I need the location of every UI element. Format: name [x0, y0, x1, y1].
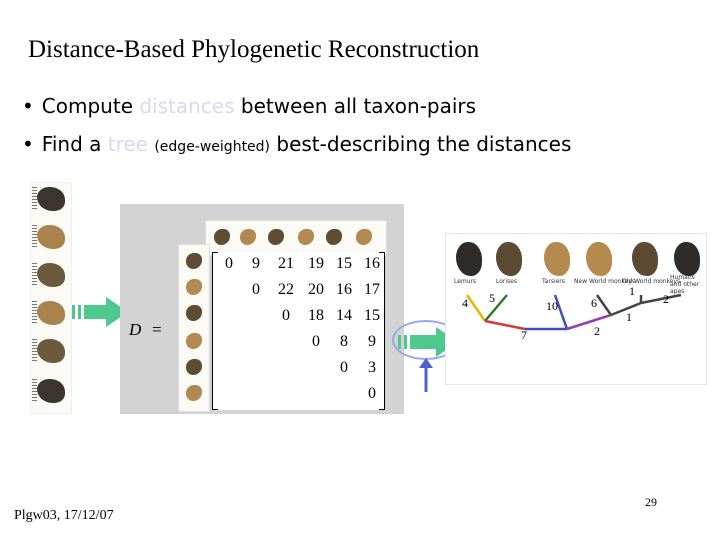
matrix-cell: 0 [312, 333, 320, 350]
primate-image [632, 242, 658, 276]
bullet-find-tree: • Find a tree (edge-weighted) best-descri… [22, 132, 571, 156]
primate-image [496, 242, 522, 276]
bullet-text: best-describing the distances [276, 132, 572, 156]
taxon-caption: Lorises [496, 278, 517, 285]
bullet-marker: • [22, 132, 34, 156]
primate-image [37, 225, 65, 249]
matrix-cell: 20 [308, 281, 324, 298]
matrix-cell: 15 [336, 255, 352, 272]
image-caption [32, 225, 37, 249]
edge-weight: 4 [462, 296, 468, 310]
up-arrow-icon [419, 358, 433, 392]
bullet-text: Compute [41, 94, 133, 118]
edge-weight: 1 [626, 310, 632, 324]
matrix-cell: 15 [364, 307, 380, 324]
matrix-cell: 9 [252, 255, 260, 272]
matrix-cell: 9 [368, 333, 376, 350]
primate-image [586, 242, 612, 276]
matrix-header-images [205, 220, 387, 256]
primate-image [37, 263, 65, 287]
primate-image [544, 242, 570, 276]
matrix-cell: 0 [368, 385, 376, 402]
edge-weight: 5 [489, 291, 495, 305]
primate-image [37, 301, 65, 325]
phylogenetic-tree [465, 293, 682, 331]
matrix-bracket-right [379, 252, 385, 410]
matrix-cell: 17 [364, 281, 380, 298]
slide-title: Distance-Based Phylogenetic Reconstructi… [28, 36, 480, 63]
image-caption [32, 379, 37, 403]
matrix-cell: 14 [336, 307, 352, 324]
bullet-text: between all taxon-pairs [240, 94, 477, 118]
matrix-cell: 18 [308, 307, 324, 324]
matrix-cell: 0 [252, 281, 260, 298]
matrix-symbol: D [129, 320, 142, 339]
matrix-row-images [178, 244, 210, 412]
image-caption [32, 263, 37, 287]
image-caption [32, 339, 37, 363]
taxon-caption: Humans and other apes [670, 274, 700, 295]
slide-footer: Plgw03, 17/12/07 [14, 508, 114, 523]
edge-weight: 2 [594, 324, 600, 338]
taxon-caption: New World monkeys [574, 278, 636, 285]
bullet-marker: • [22, 94, 34, 118]
matrix-cell: 0 [340, 359, 348, 376]
distance-matrix [212, 252, 384, 410]
image-caption [32, 187, 37, 211]
edge-weight: 6 [591, 296, 597, 310]
edge-weight: 7 [521, 328, 527, 342]
taxon-caption: Tarsiers [542, 278, 565, 285]
taxa-image-strip [30, 182, 72, 414]
page-number: 29 [645, 495, 657, 509]
taxon-caption: Old World monkeys [622, 278, 681, 285]
bullet-compute-distances: • Compute distances between all taxon-pai… [22, 94, 476, 118]
matrix-cell: 22 [278, 281, 294, 298]
primate-image [37, 339, 65, 363]
bullet-keyword-tree: tree [107, 132, 148, 156]
bullet-text: Find a [41, 132, 102, 156]
matrix-bracket-left [212, 252, 218, 410]
matrix-cell: 0 [225, 255, 233, 272]
edge-weight: 2 [663, 292, 669, 306]
matrix-cell: 16 [364, 255, 380, 272]
edge-weight: 10 [546, 299, 558, 313]
edge-weight: 1 [629, 284, 635, 298]
image-caption [32, 301, 37, 325]
primate-image [37, 187, 65, 211]
phylogenetic-tree-panel: Lemurs Lorises Tarsiers New World monkey… [445, 233, 707, 385]
primate-image [456, 242, 482, 276]
bullet-keyword-distances: distances [139, 94, 235, 118]
matrix-cell: 3 [368, 359, 376, 376]
primate-image [37, 379, 65, 403]
matrix-cell: 0 [282, 307, 290, 324]
bullet-qualifier: (edge-weighted) [154, 139, 271, 155]
matrix-equals: = [152, 320, 162, 339]
matrix-cell: 21 [278, 255, 294, 272]
taxon-caption: Lemurs [454, 278, 477, 285]
matrix-cell: 16 [336, 281, 352, 298]
primate-image [674, 242, 700, 276]
matrix-cell: 19 [308, 255, 324, 272]
matrix-cell: 8 [340, 333, 348, 350]
